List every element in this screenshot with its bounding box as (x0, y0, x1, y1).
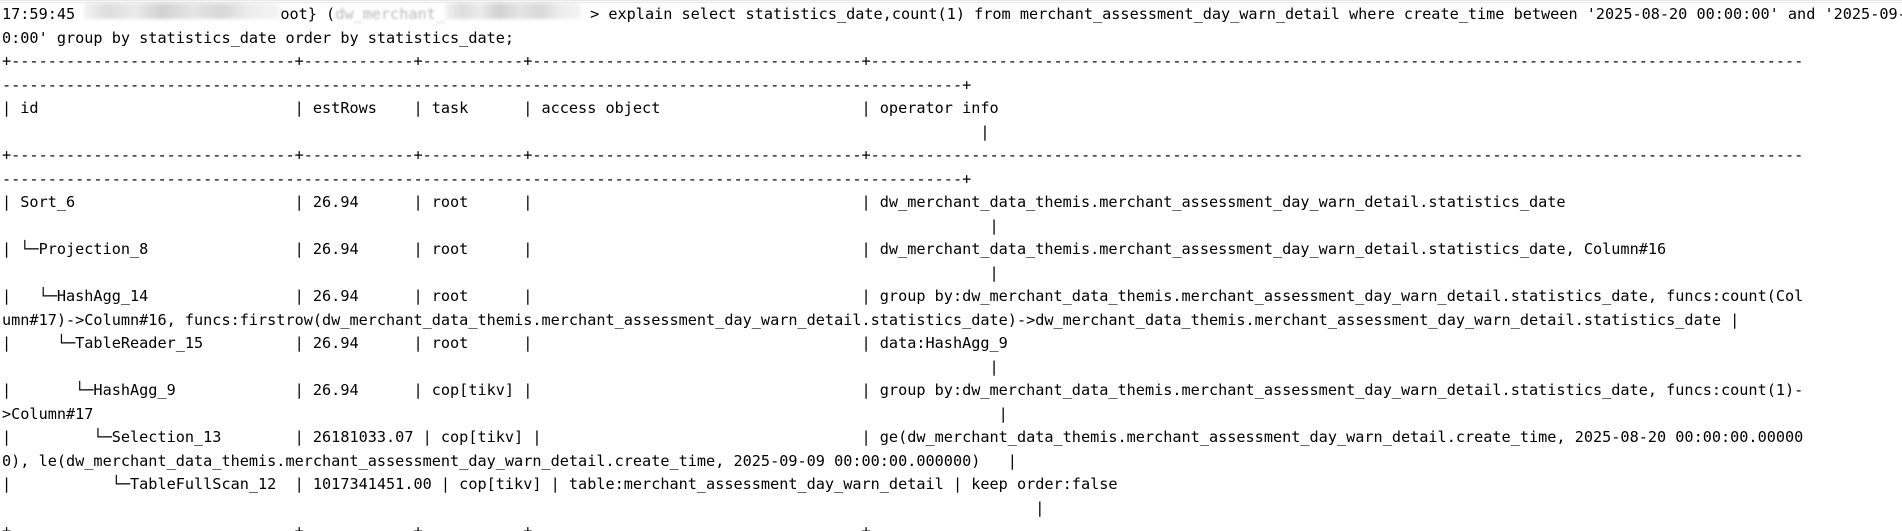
redacted-database-block (444, 3, 581, 19)
table-border-header-wrap: +-------------------------------+-------… (2, 146, 1804, 164)
table-row-wrap: | └─Projection_8 | 26.94 | root | | dw_m… (2, 240, 1804, 258)
redacted-host-block (84, 3, 281, 19)
table-header-row-wrap: | id | estRows | task | access object | … (2, 99, 1804, 117)
table-row-wrap: | Sort_6 | 26.94 | root | | dw_merchant_… (2, 193, 1804, 211)
table-row-wrap: | └─Selection_13 | 26181033.07 | cop[tik… (2, 428, 1804, 446)
table-row-wrap: | └─TableReader_15 | 26.94 | root | | da… (2, 334, 1804, 352)
table-row-wrap: umn#17)->Column#16, funcs:firstrow(dw_me… (2, 310, 1740, 329)
table-border-top-wrap: ----------------------------------------… (2, 75, 972, 94)
table-row-wrap: | (2, 498, 1045, 517)
table-row-wrap: | (2, 357, 999, 376)
command-text-line-1: explain select statistics_date,count(1) … (608, 5, 1902, 23)
shell-prompt-line: 17:59:45 oot} (dw_merchant_ > explain se… (2, 3, 1902, 27)
table-row-wrap: | └─HashAgg_9 | 26.94 | cop[tikv] | | gr… (2, 381, 1804, 399)
prompt-space-1 (75, 5, 84, 23)
prompt-space-2: ( (316, 5, 336, 23)
table-row-wrap: >Column#17 | (2, 404, 1008, 423)
table-row-wrap: | (2, 216, 999, 235)
table-row-wrap: | └─HashAgg_14 | 26.94 | root | | group … (2, 287, 1804, 305)
prompt-arrow: > (590, 5, 609, 23)
table-border-header-wrap: ----------------------------------------… (2, 169, 972, 188)
table-border-top-wrap: +-------------------------------+-------… (2, 52, 1804, 70)
table-row-wrap: 0), le(dw_merchant_data_themis.merchant_… (2, 451, 1017, 470)
prompt-user-suffix: oot} (280, 5, 317, 23)
prompt-space-3 (581, 5, 590, 23)
window-divider-second (0, 2, 1902, 3)
prompt-database-hint: dw_merchant_ (335, 5, 445, 23)
table-border-bottom-wrap: +-------------------------------+-------… (2, 522, 1804, 531)
window-divider-top (0, 0, 1902, 1)
command-text-line-2: 0:00' group by statistics_date order by … (2, 28, 515, 47)
table-header-row-wrap: | (2, 122, 990, 141)
prompt-timestamp: 17:59:45 (2, 5, 76, 23)
table-row-wrap: | (2, 263, 999, 282)
table-row-wrap: | └─TableFullScan_12 | 1017341451.00 | c… (2, 475, 1804, 493)
